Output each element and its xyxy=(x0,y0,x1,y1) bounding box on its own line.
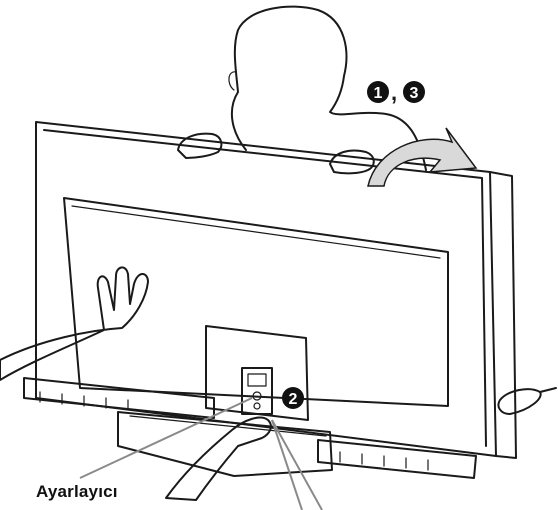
stand-vents-right xyxy=(340,452,428,470)
screwdriver-icon xyxy=(498,388,556,414)
person-ear xyxy=(229,72,236,90)
stand-center-block xyxy=(118,412,332,476)
tv-inner-panel xyxy=(64,198,448,406)
step-2-number: 2 xyxy=(289,391,298,408)
adjuster-leader-line xyxy=(80,398,252,478)
step-separator: , xyxy=(391,80,397,105)
stand-base-right xyxy=(318,440,476,478)
adjuster-label: Ayarlayıcı xyxy=(36,482,118,502)
tv-inner-panel-inset xyxy=(72,206,440,258)
step-3-number: 3 xyxy=(410,85,419,102)
step-1-number: 1 xyxy=(374,85,383,102)
rotation-arrow xyxy=(368,128,476,186)
adjuster-bracket xyxy=(242,368,272,414)
